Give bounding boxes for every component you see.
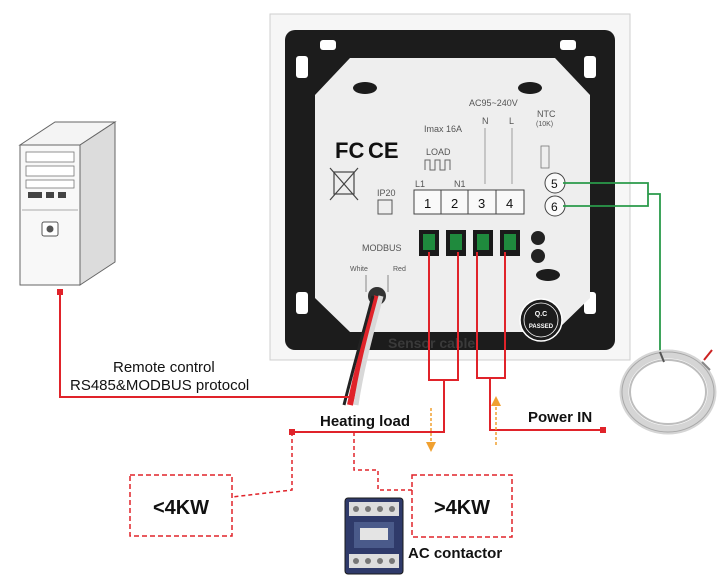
ac-contactor-label: AC contactor [408,545,502,562]
neutral-label: N [482,116,489,126]
qc-label-line1: Q.C [535,311,547,318]
imax-label: Imax 16A [424,124,462,134]
heating-arrow-icon [426,408,436,452]
rs485-wire [59,292,350,398]
temperature-sensor-coil-icon [619,349,717,435]
large-load-link [353,432,412,491]
ce-mark: CE [368,138,399,163]
ntc-label: NTC [537,109,556,119]
small-load-link [231,432,293,498]
small-load-box [129,474,233,537]
ntc-spec-label: (10K) [536,121,553,128]
sensor-wire-run [648,193,661,355]
fc-mark: FC [335,138,364,163]
power-arrow-icon [491,396,501,445]
terminal-block [413,189,525,215]
ip-square-icon [377,199,393,215]
load-label: LOAD [426,147,451,157]
sensor-terminals [531,172,566,263]
qc-passed-sticker [519,298,563,342]
remote-label-line2: RS485&MODBUS protocol [70,377,249,394]
qc-label-line2: PASSED [529,324,554,330]
terminal-4-label: 4 [506,196,513,211]
live-label: L [509,116,514,126]
small-load-label: <4KW [153,497,209,519]
voltage-label: AC95~240V [469,98,518,108]
power-input-wire [489,378,603,431]
thermostat-panel [269,13,631,361]
sensor-cable-label: Sensor cable [388,335,475,351]
n1-label: N1 [454,179,466,189]
ac-contactor-icon [344,497,404,575]
terminal-1-label: 1 [424,196,431,211]
modbus-white-label: White [350,266,368,273]
computer-tower-icon [18,121,117,286]
heating-load-label: Heating load [320,413,410,430]
remote-label-line1: Remote control [113,359,215,376]
modbus-red-label: Red [393,266,406,273]
modbus-cable [342,275,389,406]
terminal-6-label: 6 [551,200,558,214]
terminal-3-label: 3 [478,196,485,211]
terminal-2-label: 2 [451,196,458,211]
terminal-5-label: 5 [551,177,558,191]
weee-bin-icon [329,167,359,201]
heating-output-wire [292,380,445,433]
load-waveform-icon [424,159,451,171]
large-load-box [411,474,513,538]
l1-label: L1 [415,179,425,189]
power-in-label: Power IN [528,409,592,426]
modbus-label: MODBUS [362,243,402,253]
large-load-label: >4KW [434,497,490,519]
screw-terminals [419,230,520,256]
ip-rating-label: IP20 [377,188,396,198]
